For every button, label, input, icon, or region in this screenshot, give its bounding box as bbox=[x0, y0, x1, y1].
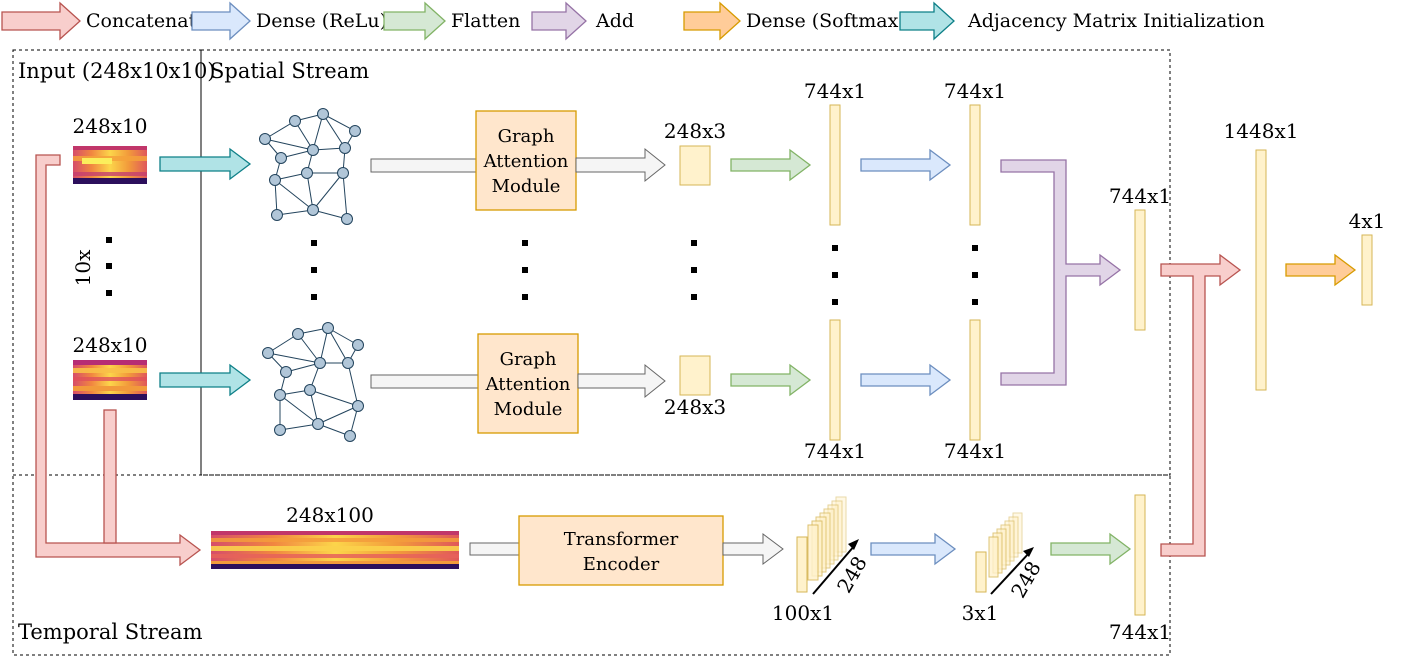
gat-to-output-arrow-bottom bbox=[577, 363, 666, 399]
legend-concatenate-label: Concatenate bbox=[86, 10, 208, 32]
concat-output-dim: 1448x1 bbox=[1224, 119, 1299, 143]
dense-vector-ellipsis bbox=[972, 245, 978, 305]
graph-network-top bbox=[259, 108, 361, 225]
softmax-output-dim: 4x1 bbox=[1349, 209, 1386, 233]
gat-output-top-dim: 248x3 bbox=[664, 119, 726, 143]
dense-relu-arrow-top bbox=[860, 148, 952, 182]
encoder-output-stack bbox=[796, 496, 847, 593]
add-output-dim: 744x1 bbox=[1109, 184, 1171, 208]
gat-module-top bbox=[475, 110, 577, 211]
flatten-vector-top bbox=[829, 104, 841, 226]
legend-dense-softmax-label: Dense (Softmax) bbox=[746, 10, 906, 32]
dense-depth-arrow bbox=[990, 551, 1031, 595]
add-output-vector bbox=[1134, 209, 1146, 331]
region-boxes bbox=[12, 49, 1171, 656]
gat-to-output-arrow-top bbox=[575, 147, 666, 183]
legend-flatten-arrow-icon bbox=[383, 1, 446, 41]
gat-ellipsis bbox=[522, 240, 528, 300]
concat-output-vector bbox=[1255, 149, 1267, 391]
legend-dense-relu-label: Dense (ReLu) bbox=[256, 10, 387, 32]
input-heatmap-top bbox=[73, 146, 147, 184]
legend-adjacency-label: Adjacency Matrix Initialization bbox=[967, 10, 1265, 32]
dense-vector-bottom-dim: 744x1 bbox=[944, 439, 1006, 463]
transformer-line2: Encoder bbox=[583, 554, 660, 575]
legend-dense-relu-arrow-icon bbox=[191, 1, 251, 41]
flatten-vector-ellipsis bbox=[832, 245, 838, 305]
flatten-vector-bottom bbox=[829, 319, 841, 441]
legend-dense-softmax-arrow-icon bbox=[683, 1, 741, 41]
temporal-dense-relu-arrow bbox=[870, 532, 957, 566]
temporal-flatten-vector bbox=[1134, 494, 1146, 616]
graph-ellipsis bbox=[311, 240, 317, 300]
flatten-vector-top-dim: 744x1 bbox=[804, 79, 866, 103]
gat-bottom-line3: Module bbox=[494, 399, 563, 420]
legend-concatenate-arrow-icon bbox=[1, 1, 81, 41]
legend-flatten-label: Flatten bbox=[451, 10, 520, 32]
encoder-depth-arrowhead bbox=[848, 539, 859, 550]
transformer-line1: Transformer bbox=[564, 529, 679, 550]
temporal-flatten-dim: 744x1 bbox=[1109, 620, 1171, 644]
temporal-region-title: Temporal Stream bbox=[18, 620, 203, 644]
temporal-region bbox=[12, 474, 1171, 656]
gat-output-top bbox=[679, 145, 711, 186]
legend-adjacency-arrow-icon bbox=[899, 1, 955, 41]
gat-module-bottom bbox=[477, 333, 579, 434]
gat-top-line3: Module bbox=[492, 176, 561, 197]
adjacency-arrow-bottom bbox=[159, 363, 252, 397]
input-ellipsis bbox=[106, 237, 112, 296]
input-concatenate-path bbox=[35, 154, 202, 567]
gat-bottom-line1: Graph bbox=[500, 349, 557, 370]
dense-vector-top-dim: 744x1 bbox=[944, 79, 1006, 103]
input-top-dim: 248x10 bbox=[73, 114, 148, 138]
gat-output-ellipsis bbox=[691, 240, 697, 300]
transformer-output-arrow bbox=[722, 533, 784, 565]
temporal-to-transformer-arrow bbox=[469, 542, 520, 556]
flatten-arrow-bottom bbox=[730, 363, 812, 397]
input-region-title: Input (248x10x10) bbox=[18, 59, 216, 83]
input-repeat-label: 10x bbox=[71, 249, 95, 286]
temporal-flatten-arrow bbox=[1050, 532, 1132, 566]
adjacency-arrow-top bbox=[159, 147, 252, 181]
legend: Concatenate Dense (ReLu) Flatten Add Den… bbox=[1, 1, 1265, 41]
dense-vector-top bbox=[969, 104, 981, 226]
final-concatenate-arrow bbox=[1160, 253, 1242, 557]
gat-top-line1: Graph bbox=[498, 126, 555, 147]
dense-output-dim: 3x1 bbox=[962, 601, 999, 625]
gat-output-bottom bbox=[679, 355, 711, 396]
gat-output-bottom-dim: 248x3 bbox=[664, 395, 726, 419]
flatten-vector-bottom-dim: 744x1 bbox=[804, 439, 866, 463]
input-connector-bar bbox=[103, 409, 117, 544]
dense-depth-arrowhead bbox=[1023, 547, 1034, 557]
spatial-region-title: Spatial Stream bbox=[210, 59, 369, 83]
transformer-encoder-module bbox=[518, 515, 724, 586]
input-bottom-dim: 248x10 bbox=[73, 333, 148, 357]
legend-add-arrow-icon bbox=[531, 1, 587, 41]
dense-depth-label: 248 bbox=[1006, 557, 1046, 602]
dense-softmax-arrow bbox=[1285, 253, 1357, 287]
dense-relu-arrow-bottom bbox=[860, 363, 952, 397]
dense-vector-bottom bbox=[969, 319, 981, 441]
add-merge-arrow bbox=[1000, 159, 1122, 386]
encoder-depth-arrow bbox=[812, 544, 856, 595]
encoder-output-dim: 100x1 bbox=[772, 601, 834, 625]
gat-top-line2: Attention bbox=[483, 151, 569, 172]
legend-add-label: Add bbox=[595, 10, 634, 32]
temporal-input-dim: 248x100 bbox=[286, 503, 374, 527]
input-heatmap-bottom bbox=[73, 360, 147, 400]
dense-output-stack bbox=[975, 512, 1023, 593]
graph-to-gat-arrow-bottom bbox=[370, 374, 479, 389]
graph-to-gat-arrow-top bbox=[370, 158, 477, 173]
temporal-input-heatmap bbox=[211, 531, 459, 569]
softmax-output-vector bbox=[1361, 234, 1373, 306]
gat-bottom-line2: Attention bbox=[485, 374, 571, 395]
graph-network-bottom bbox=[262, 322, 364, 442]
flatten-arrow-top bbox=[730, 148, 812, 182]
